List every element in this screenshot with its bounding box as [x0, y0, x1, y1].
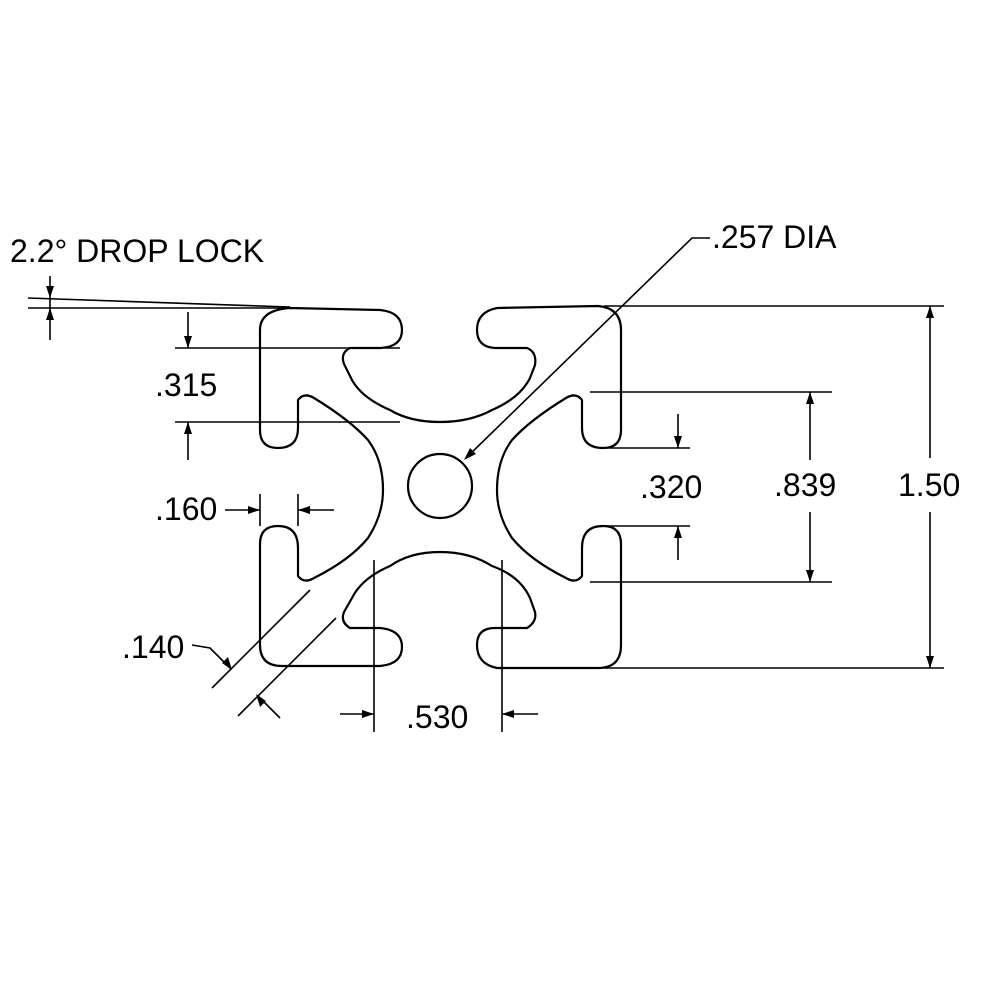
web-arrowhead-1 — [222, 657, 232, 670]
profile-corner-top-left — [258, 304, 623, 670]
opening-arrowhead-right — [502, 710, 514, 718]
web-ext-1 — [211, 589, 311, 689]
slot-width-label: .320 — [640, 469, 702, 505]
lip-arrowhead-right — [298, 506, 310, 514]
overall-size-label: 1.50 — [898, 467, 960, 503]
slot-width-arrowhead-bottom — [674, 526, 682, 538]
slot-depth-arrowhead-top — [184, 336, 192, 348]
overall-arrowhead-top — [926, 306, 934, 318]
center-hole-label: .257 DIA — [712, 219, 837, 255]
slot-depth-arrowhead-bottom — [184, 422, 192, 434]
slot-depth-label: .315 — [155, 367, 217, 403]
lip-thickness-label: .160 — [155, 491, 217, 527]
inner-width-arrowhead-bottom — [806, 570, 814, 582]
dimension-lines — [27, 237, 944, 732]
web-leader — [191, 644, 231, 669]
slot-width-arrowhead-top — [674, 436, 682, 448]
lip-arrowhead-left — [248, 506, 260, 514]
opening-arrowhead-left — [362, 710, 374, 718]
drop-lock-line-1 — [27, 297, 291, 308]
web-arrowhead-2 — [256, 694, 266, 707]
extrusion-profile — [258, 304, 623, 670]
dimension-labels: 2.2° DROP LOCK .257 DIA .315 .160 .140 .… — [10, 219, 960, 735]
center-hole — [406, 452, 474, 520]
drop-lock-label: 2.2° DROP LOCK — [10, 233, 264, 269]
drop-lock-arrowhead-bottom — [46, 308, 54, 320]
web-ext-2 — [237, 617, 337, 717]
web-thickness-label: .140 — [122, 629, 184, 665]
overall-arrowhead-bottom — [926, 656, 934, 668]
slot-inner-width-label: .839 — [774, 467, 836, 503]
slot-opening-label: .530 — [406, 699, 468, 735]
drop-lock-arrowhead-top — [46, 286, 54, 298]
inner-width-arrowhead-top — [806, 392, 814, 404]
hole-leader — [465, 237, 710, 459]
hole-leader-arrowhead — [464, 448, 476, 460]
